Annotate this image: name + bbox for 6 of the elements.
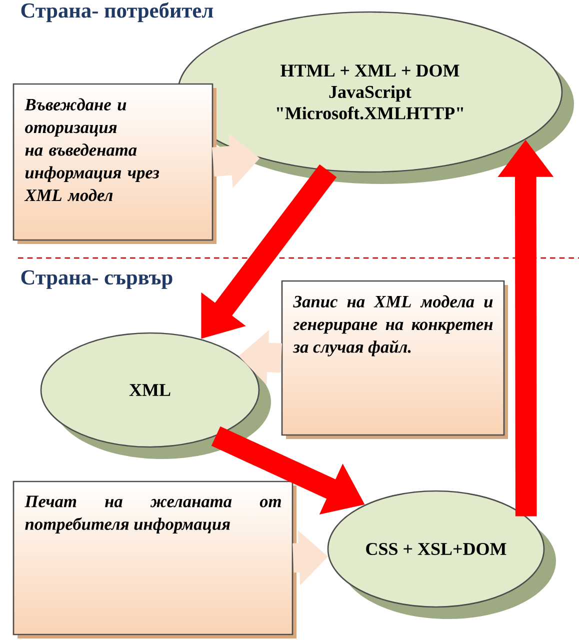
callout-box: Печат на желаната от потребителя информация [12, 480, 296, 638]
ellipse-node: CSS + XSL+DOM [327, 490, 556, 619]
ellipse-node: XML [40, 332, 271, 459]
callout-box: Въвеждане и оторизация на въведената информация чрез XML модел [12, 83, 216, 244]
section-heading: Страна- сървър [21, 270, 172, 289]
callout-box: Запис на XML модела и генериране на конкретен за случая файл. [281, 280, 508, 439]
